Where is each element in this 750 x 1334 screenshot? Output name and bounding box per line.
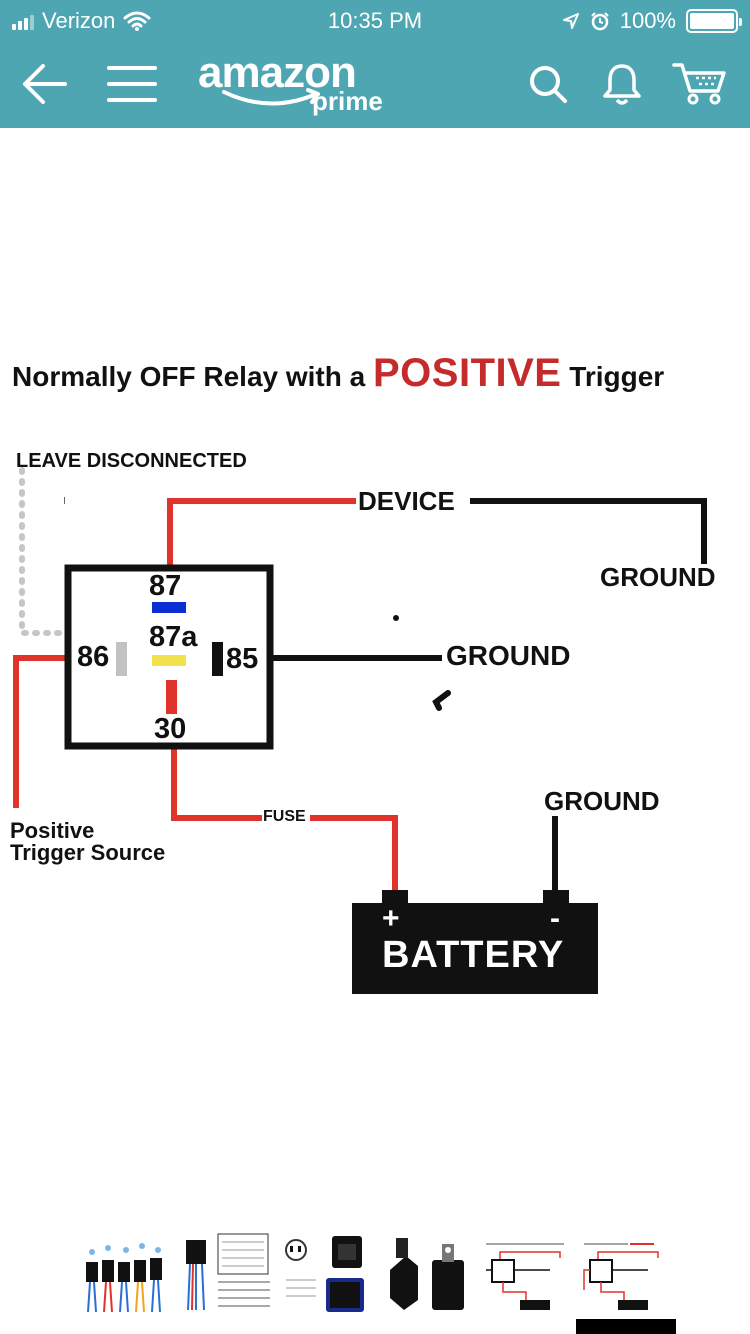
- search-icon: [530, 66, 567, 103]
- back-button[interactable]: [16, 56, 72, 112]
- battery-negative-terminal: [543, 890, 569, 904]
- bell-icon: [603, 64, 641, 105]
- status-time: 10:35 PM: [327, 8, 423, 33]
- red-wire-30-fuse-battery: [171, 748, 398, 890]
- positive-diagram-thumb-icon: [583, 1243, 659, 1310]
- trigger-source-label-1: Positive: [10, 818, 95, 843]
- ground-diagram-thumb-icon: [486, 1243, 564, 1310]
- fuse-label: FUSE: [263, 808, 306, 825]
- pin-30-label: 30: [154, 713, 187, 745]
- red-wire-87-device: [167, 498, 358, 568]
- thumbnail-strip: [0, 1222, 750, 1334]
- pin-86-label: 86: [77, 641, 110, 673]
- red-wire-trigger-86: [13, 655, 68, 808]
- thumbnail-positive-trigger-diagram[interactable]: [578, 1230, 668, 1314]
- battery-plus-label: +: [382, 902, 400, 935]
- relay-chart-thumb-icon: [186, 1233, 270, 1311]
- pin-30-marker: [166, 680, 177, 714]
- relay-bundle-thumb-icon: [86, 1243, 162, 1313]
- battery-minus-label: -: [550, 902, 560, 935]
- pin-86-marker: [116, 642, 127, 676]
- tiny-mark: [64, 497, 65, 504]
- cell-signal-icon: [12, 12, 34, 30]
- nav-bar: amazon prime: [0, 40, 750, 128]
- logo-wordmark: amazon: [198, 48, 357, 97]
- thumbnail-ground-trigger-diagram[interactable]: [480, 1230, 570, 1314]
- logo-prime: prime: [312, 86, 383, 116]
- hamburger-icon: [107, 66, 157, 102]
- black-wire-device-ground: [470, 498, 707, 564]
- search-button[interactable]: [520, 56, 576, 112]
- back-arrow-icon: [23, 64, 67, 104]
- pin-87-label: 87: [149, 570, 182, 602]
- status-right: 100%: [562, 8, 742, 34]
- socket-parts-thumb-icon: [285, 1236, 364, 1312]
- wifi-icon: [123, 11, 151, 31]
- selected-thumbnail-indicator: [576, 1319, 676, 1334]
- pin-87a-marker: [152, 655, 186, 666]
- pin-87-marker: [152, 602, 186, 613]
- amazon-prime-logo[interactable]: amazon prime: [198, 48, 398, 122]
- cart-icon: [672, 63, 726, 105]
- status-left: Verizon: [12, 8, 151, 34]
- ground-label-device: GROUND: [600, 562, 716, 592]
- battery-positive-terminal: [382, 890, 408, 904]
- thumbnail-relay-with-wiring-chart[interactable]: [182, 1230, 272, 1314]
- ground-label-85: GROUND: [446, 640, 571, 671]
- title-part-2: Trigger: [569, 361, 665, 392]
- thumbnail-relay-socket-parts[interactable]: [280, 1230, 370, 1314]
- leave-disconnected-dotted-wire: [19, 467, 153, 636]
- status-bar: Verizon 10:35 PM 100%: [0, 0, 750, 40]
- carrier-label: Verizon: [42, 8, 116, 33]
- relay-wiring-diagram: [13, 467, 707, 994]
- stray-dot-mark: [393, 615, 399, 621]
- relay-socket-thumb-icon: [390, 1238, 464, 1310]
- pin-87a-label: 87a: [149, 621, 198, 653]
- pin-85-label: 85: [226, 643, 259, 675]
- product-image[interactable]: Normally OFF Relay with a POSITIVE Trigg…: [0, 128, 750, 1218]
- stray-scribble-mark: [432, 690, 451, 711]
- device-label: DEVICE: [356, 486, 457, 517]
- trigger-source-label-2: Trigger Source: [10, 840, 166, 865]
- thumbnail-relay-harness-bundle[interactable]: [80, 1230, 170, 1314]
- menu-button[interactable]: [104, 56, 160, 112]
- pin-85-marker: [212, 642, 223, 676]
- title-highlight: POSITIVE: [372, 351, 562, 395]
- notifications-button[interactable]: [594, 56, 650, 112]
- title-part-1: Normally OFF Relay with a: [12, 361, 366, 392]
- leave-disconnected-label: LEAVE DISCONNECTED: [16, 450, 247, 472]
- battery-body: [352, 903, 598, 994]
- thumbnail-relay-and-socket[interactable]: [380, 1230, 470, 1314]
- cart-button[interactable]: [672, 56, 728, 112]
- location-arrow-icon: [562, 13, 579, 29]
- battery-label: BATTERY: [382, 934, 565, 976]
- battery-percent: 100%: [619, 8, 676, 33]
- battery-icon: [686, 9, 742, 33]
- smile-arrow-icon: [222, 88, 320, 106]
- diagram-title: Normally OFF Relay with a POSITIVE Trigg…: [12, 351, 664, 396]
- ground-label-battery: GROUND: [544, 786, 660, 816]
- app-header: Verizon 10:35 PM 100%: [0, 0, 750, 128]
- alarm-icon: [591, 12, 609, 31]
